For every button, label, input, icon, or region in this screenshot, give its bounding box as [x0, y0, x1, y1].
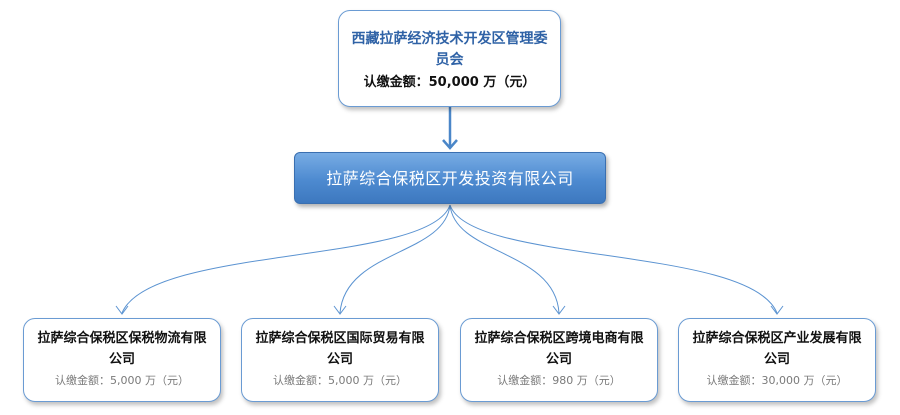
main-company-node: 拉萨综合保税区开发投资有限公司 — [294, 152, 606, 204]
root-node: 西藏拉萨经济技术开发区管理委员会 认缴金额：50,000 万（元） — [338, 10, 561, 107]
child-name: 拉萨综合保税区国际贸易有限公司 — [255, 331, 425, 367]
root-amount: 认缴金额：50,000 万（元） — [363, 75, 536, 90]
child-amount: 认缴金额：980 万（元） — [497, 374, 621, 387]
child-node-1: 拉萨综合保税区保税物流有限公司 认缴金额：5,000 万（元） — [23, 318, 221, 402]
child-node-2: 拉萨综合保税区国际贸易有限公司 认缴金额：5,000 万（元） — [241, 318, 439, 402]
child-name: 拉萨综合保税区产业发展有限公司 — [692, 331, 862, 367]
branch-to-child-3 — [449, 204, 566, 315]
root-name: 西藏拉萨经济技术开发区管理委员会 — [351, 31, 548, 68]
child-name: 拉萨综合保税区跨境电商有限公司 — [474, 331, 644, 367]
branch-to-child-1 — [115, 204, 451, 315]
branch-to-child-2 — [333, 204, 451, 315]
child-amount: 认缴金额：5,000 万（元） — [55, 374, 189, 387]
root-to-main-arrow — [442, 107, 458, 150]
child-amount: 认缴金额：5,000 万（元） — [273, 374, 407, 387]
child-node-4: 拉萨综合保税区产业发展有限公司 认缴金额：30,000 万（元） — [678, 318, 876, 402]
child-amount: 认缴金额：30,000 万（元） — [706, 374, 848, 387]
branch-to-child-4 — [449, 204, 784, 315]
child-node-3: 拉萨综合保税区跨境电商有限公司 认缴金额：980 万（元） — [460, 318, 658, 402]
child-name: 拉萨综合保税区保税物流有限公司 — [37, 331, 207, 367]
